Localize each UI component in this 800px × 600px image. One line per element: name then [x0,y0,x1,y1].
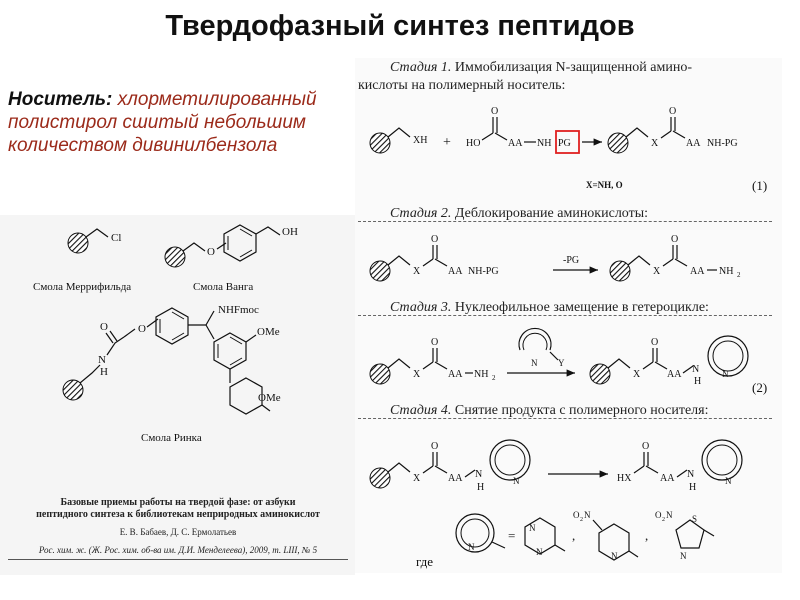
stage-3-dashed-line [358,315,772,317]
page-title: Твердофазный синтез пептидов [165,10,635,42]
stage-2-text: Деблокирование аминокислоты: [454,206,649,221]
stage-1-heading: Стадия 1. Иммобилизация N-защищенной ами… [390,60,692,76]
rink-ether-o: O [138,323,146,335]
resins-diagram: Cl Смола Меррифильда O OH Смола Ванга N … [33,224,298,444]
rink-n-atom: N [98,354,106,366]
rink-carbonyl-o: O [100,321,108,333]
stage-4-dashed-line [358,418,772,420]
wang-resin-structure: O OH [164,224,298,268]
stage-3-label: Стадия 3. [390,300,452,315]
wang-o-atom: O [207,246,215,258]
reference-journal: Рос. хим. ж. (Ж. Рос. хим. об-ва им. Д.И… [38,545,318,555]
reference-rule [8,559,348,560]
carrier-description: Носитель: хлорметилированный полистирол … [8,88,353,157]
stage-2-dashed-line [358,221,772,223]
stage-1-label: Стадия 1. [390,60,452,75]
stage-3-text: Нуклеофильное замещение в гетероцикле: [454,300,709,315]
wang-oh-group: OH [282,226,298,238]
reference-title-line1: Базовые приемы работы на твердой фазе: о… [60,497,296,508]
wang-label: Смола Ванга [193,281,253,293]
rink-ome-top: OMe [257,326,280,338]
rink-ome-bottom: OMe [258,392,281,404]
rink-nhfmoc-group: NHFmoc [218,304,259,316]
rink-resin-structure: N H O O NHFmoc OMe OMe [62,304,281,415]
merrifield-resin-structure: Cl [67,228,121,254]
stage-2-heading: Стадия 2. Деблокирование аминокислоты: [390,206,648,222]
carrier-text: хлорметилированный полистирол сшитый неб… [8,89,317,156]
reference-title-line2: пептидного синтеза к библиотекам неприро… [36,509,320,520]
stage-3-heading: Стадия 3. Нуклеофильное замещение в гете… [390,300,709,316]
merrifield-label: Смола Меррифильда [33,281,131,293]
stage-1-text-line1: Иммобилизация N-защищенной амино- [454,60,692,75]
stage-2-label: Стадия 2. [390,206,452,221]
resins-panel: Cl Смола Меррифильда O OH Смола Ванга N … [0,215,355,575]
stage-4-label: Стадия 4. [390,403,452,418]
stage-1-heading-line2: кислоты на полимерный носитель: [358,78,566,93]
reference-authors: Е. В. Бабаев, Д. С. Ермолатьев [119,527,237,537]
carrier-label: Носитель: [8,89,113,110]
reference-block: Базовые приемы работы на твердой фазе: о… [8,497,348,560]
rink-h-atom: H [100,366,108,378]
stage-4-text: Снятие продукта с полимерного носителя: [454,403,709,418]
cl-atom: Cl [111,232,121,244]
stage-4-heading: Стадия 4. Снятие продукта с полимерного … [390,403,709,419]
rink-label: Смола Ринка [141,432,202,444]
